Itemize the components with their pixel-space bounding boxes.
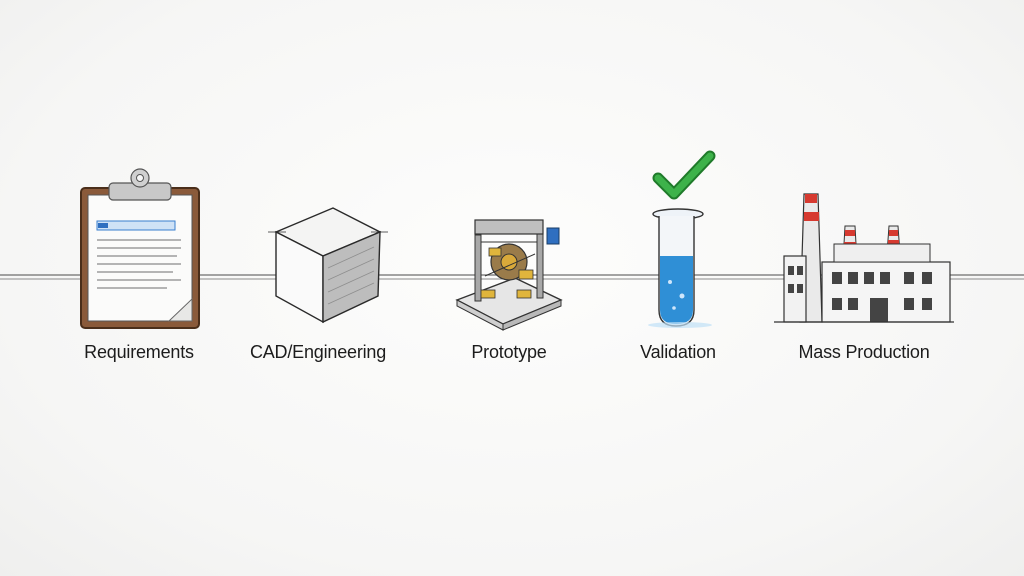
cube-icon — [268, 207, 388, 324]
stage-prototype: Prototype — [419, 150, 599, 390]
stage-label: Validation — [640, 342, 716, 362]
stage-mass-production: Mass Production — [774, 150, 954, 390]
stage-label: Prototype — [471, 342, 547, 362]
stage-label: CAD/Engineering — [249, 342, 387, 362]
factory-icon — [774, 193, 954, 323]
stage-cad-engineering: CAD/Engineering — [228, 150, 408, 390]
test-tube-check-icon — [648, 150, 716, 328]
machine-icon — [455, 219, 563, 331]
stage-label: Mass Production — [798, 342, 930, 362]
stage-requirements: Requirements — [49, 150, 229, 390]
clipboard-icon — [80, 168, 200, 329]
stage-label: Requirements — [84, 342, 194, 362]
stage-validation: Validation — [588, 150, 768, 390]
